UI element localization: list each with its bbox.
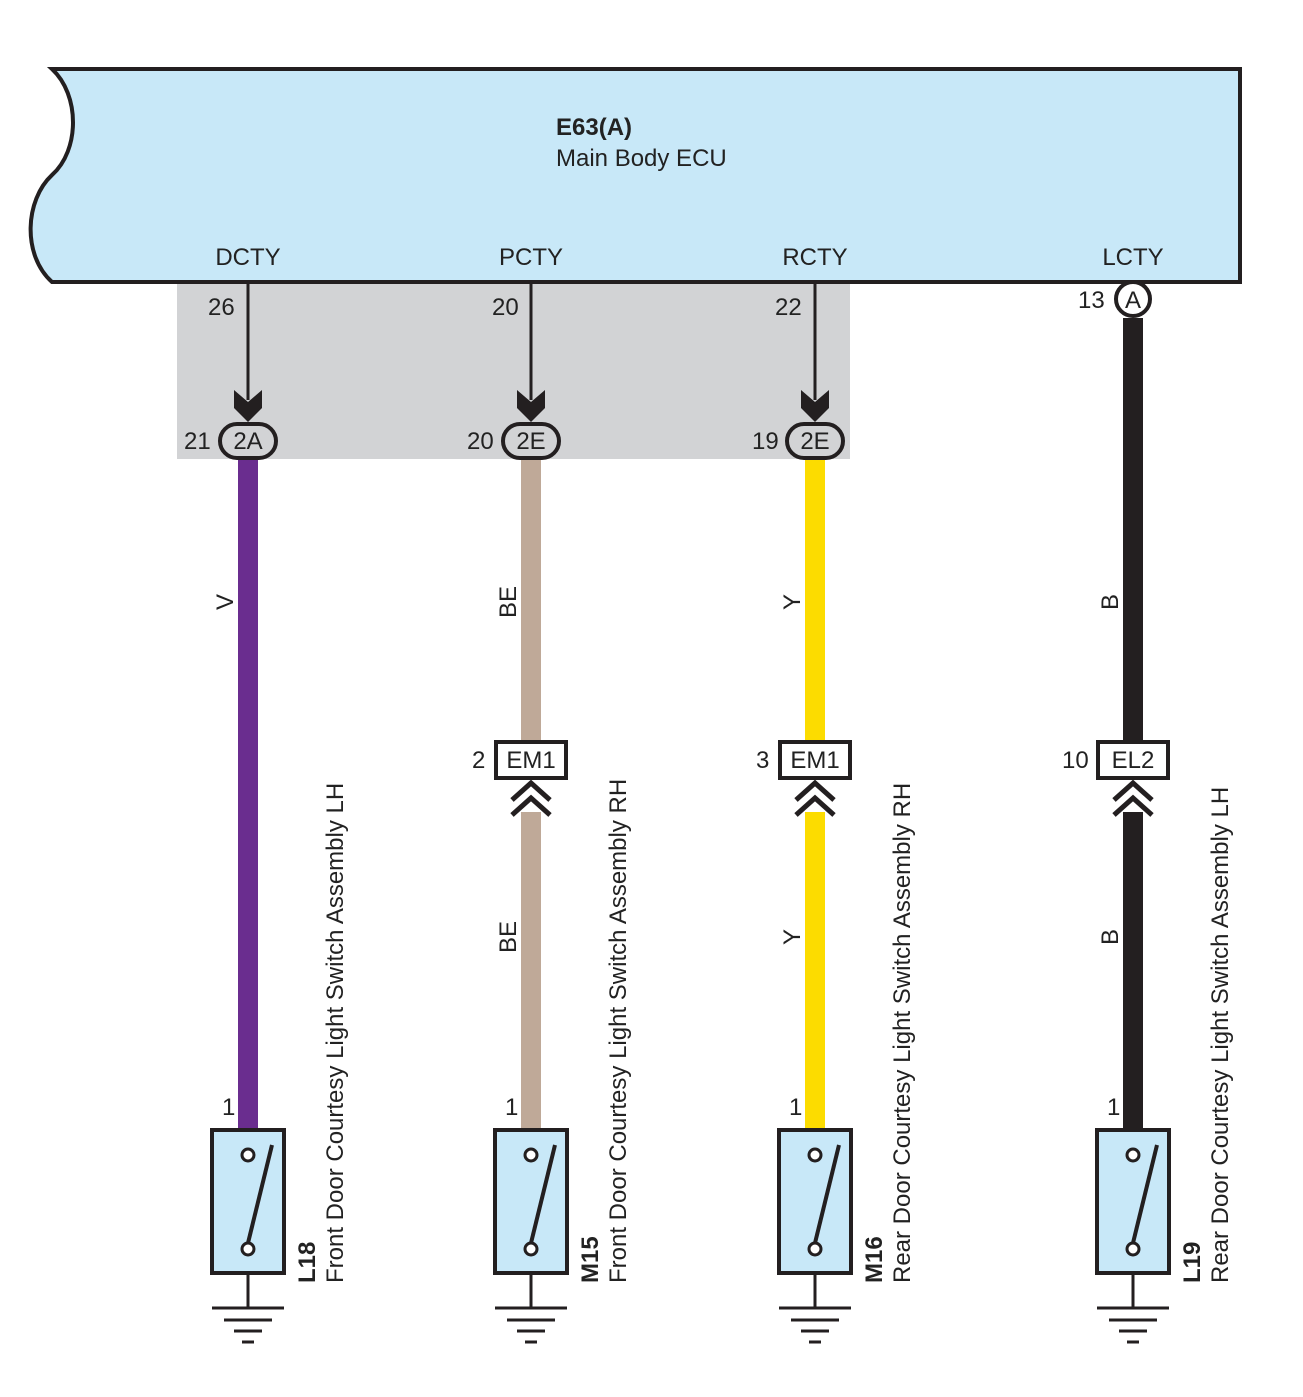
switch-contact-icon (240, 1147, 256, 1163)
ecu-pin-number: 22 (775, 294, 802, 321)
junction-connector (218, 422, 278, 460)
inline-connector (494, 740, 568, 780)
switch-lever-icon (529, 1144, 557, 1244)
wire-color-code: Y (779, 929, 806, 945)
switch-contact-icon (523, 1147, 539, 1163)
switch-pin-number: 1 (222, 1094, 235, 1121)
ecu-name: Main Body ECU (556, 145, 727, 172)
switch-pin-number: 1 (505, 1094, 518, 1121)
switch-contact-icon (807, 1241, 823, 1257)
switch-code: M16 (861, 1236, 888, 1283)
switch-lever-icon (246, 1144, 274, 1244)
switch-code: L18 (294, 1242, 321, 1283)
inline-pin-number: 2 (472, 747, 485, 774)
switch-name: Rear Door Courtesy Light Switch Assembly… (1207, 787, 1234, 1283)
ground-icon (212, 1306, 284, 1344)
switch-contact-icon (523, 1241, 539, 1257)
connector-circle (1114, 280, 1152, 318)
ground-icon (779, 1306, 851, 1344)
junction-pin-number: 19 (752, 428, 779, 455)
terminal-label: PCTY (499, 244, 563, 271)
inline-code: EM1 (790, 747, 839, 774)
switch-pin-number: 1 (789, 1094, 802, 1121)
wire-color-code: Y (779, 594, 806, 610)
junction-code: 2E (516, 428, 545, 455)
ecu-code: E63(A) (556, 114, 632, 141)
junction-code: 2E (800, 428, 829, 455)
inline-pin-number: 10 (1062, 747, 1089, 774)
wire-color-code: B (1097, 929, 1124, 945)
ecu-box (28, 67, 1242, 284)
switch-lever-icon (1131, 1144, 1159, 1244)
junction-pin-number: 20 (467, 428, 494, 455)
junction-code: 2A (233, 428, 262, 455)
switch-lever-icon (813, 1144, 841, 1244)
wire-color-code: BE (495, 586, 522, 618)
switch-contact-icon (240, 1241, 256, 1257)
switch-code: L19 (1179, 1242, 1206, 1283)
circuit-lcty: LCTY 13 A B 10 EL2 B 1 L19 Rear Door Cou… (1062, 244, 1234, 1344)
switch-name: Front Door Courtesy Light Switch Assembl… (605, 779, 632, 1283)
terminal-label: DCTY (215, 244, 280, 271)
junction-connector (501, 422, 561, 460)
switch-contact-icon (1125, 1147, 1141, 1163)
circuit-pcty: PCTY 20 20 2E BE 2 EM1 BE 1 M15 Front Do… (467, 244, 632, 1344)
wire-color-code: BE (495, 921, 522, 953)
terminal-label: LCTY (1102, 244, 1163, 271)
inline-connector (778, 740, 852, 780)
switch-code: M15 (577, 1236, 604, 1283)
junction-connector (785, 422, 845, 460)
chevron-up-icon (794, 779, 836, 817)
ecu-pin-number: 13 (1078, 287, 1105, 314)
terminal-label: RCTY (782, 244, 847, 271)
chevron-up-icon (510, 779, 552, 817)
ground-icon (495, 1306, 567, 1344)
arrow-down-icon (517, 390, 545, 422)
wire-color-code: V (212, 594, 239, 610)
arrow-down-icon (234, 390, 262, 422)
circuit-rcty: RCTY 22 19 2E Y 3 EM1 Y 1 M16 Rear Door … (752, 244, 916, 1344)
inline-code: EL2 (1112, 747, 1155, 774)
ecu-pin-number: 20 (492, 294, 519, 321)
inline-pin-number: 3 (756, 747, 769, 774)
switch-pin-number: 1 (1107, 1094, 1120, 1121)
inline-code: EM1 (506, 747, 555, 774)
chevron-up-icon (1112, 779, 1154, 817)
switch-contact-icon (1125, 1241, 1141, 1257)
junction-pin-number: 21 (184, 428, 211, 455)
arrow-down-icon (801, 390, 829, 422)
inline-connector (1096, 740, 1170, 780)
switch-contact-icon (807, 1147, 823, 1163)
connector-code: A (1125, 287, 1141, 314)
ground-icon (1097, 1306, 1169, 1344)
circuit-dcty: DCTY 26 21 2A V 1 L18 Front Door Courtes… (184, 244, 349, 1344)
switch-name: Rear Door Courtesy Light Switch Assembly… (889, 783, 916, 1283)
ecu-pin-number: 26 (208, 294, 235, 321)
switch-name: Front Door Courtesy Light Switch Assembl… (322, 783, 349, 1283)
wire-color-code: B (1097, 594, 1124, 610)
